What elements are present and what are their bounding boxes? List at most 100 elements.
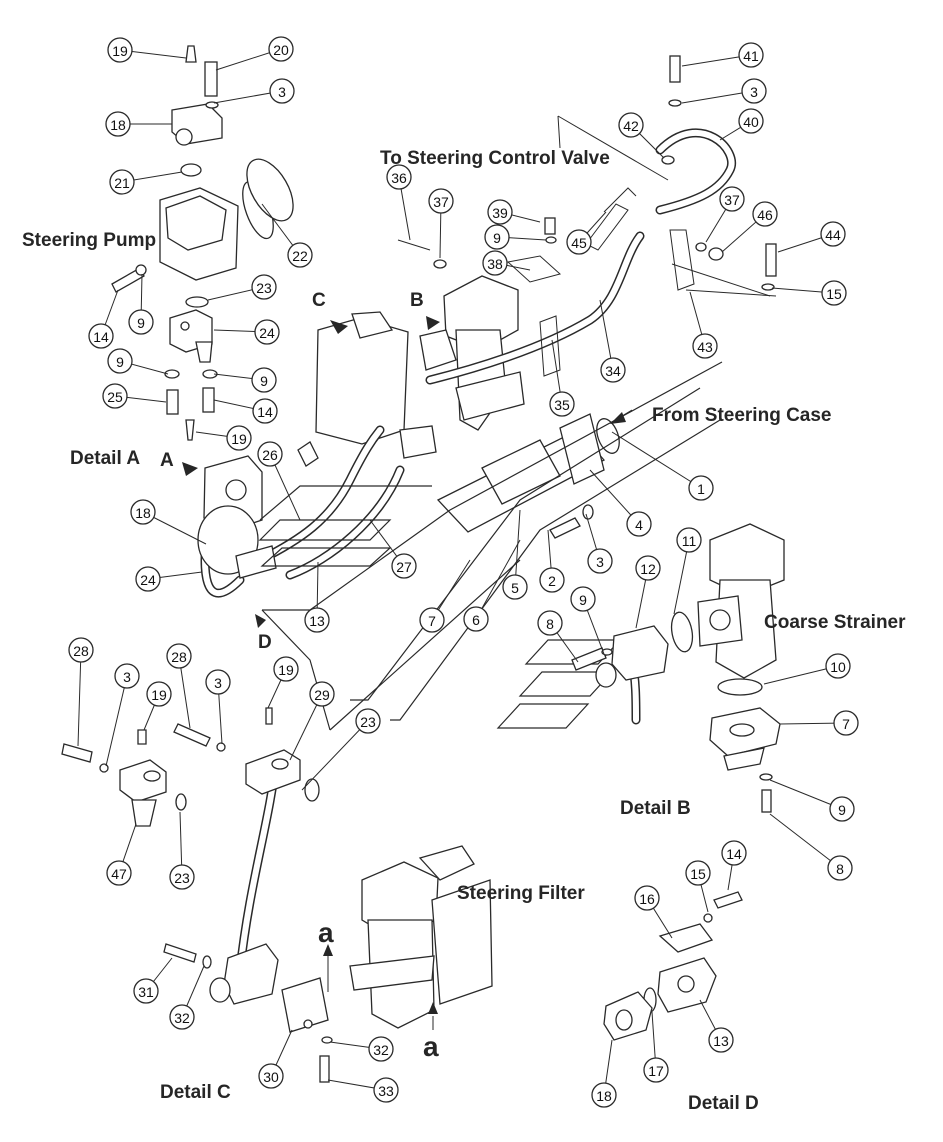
callout-number: 1 xyxy=(697,481,705,497)
callout-bubble xyxy=(721,840,747,866)
leader-line xyxy=(301,720,369,791)
callout-number: 15 xyxy=(826,286,842,302)
callout-number: 38 xyxy=(487,256,503,272)
callout-number: 25 xyxy=(107,389,123,405)
callout-bubble xyxy=(205,669,231,695)
callout-number: 32 xyxy=(373,1042,389,1058)
callout-40: 40 xyxy=(719,108,764,141)
callout-41: 41 xyxy=(681,42,764,68)
callout-number: 9 xyxy=(493,230,501,246)
callout-bubble xyxy=(106,860,132,886)
callout-4: 4 xyxy=(589,469,652,537)
callout-bubble xyxy=(688,475,714,501)
callout-number: 9 xyxy=(260,373,268,389)
callout-bubble xyxy=(482,250,508,276)
callout-3e: 3 xyxy=(205,669,231,745)
callout-bubble xyxy=(692,333,718,359)
callout-12: 12 xyxy=(635,555,661,629)
callout-23b: 23 xyxy=(301,708,381,791)
callout-number: 36 xyxy=(391,170,407,186)
callout-number: 9 xyxy=(838,802,846,818)
label-detail-a: Detail A xyxy=(70,448,140,469)
callout-number: 26 xyxy=(262,447,278,463)
callout-bubble xyxy=(719,186,745,212)
callout-bubble xyxy=(708,1027,734,1053)
hoses-drawing xyxy=(200,128,736,975)
callout-bubble xyxy=(587,548,613,574)
callout-number: 8 xyxy=(836,861,844,877)
callout-9a: 9 xyxy=(128,273,154,335)
callout-bubble xyxy=(368,1036,394,1062)
callout-18c: 18 xyxy=(591,1039,617,1108)
callout-37a: 37 xyxy=(428,188,454,259)
callout-number: 3 xyxy=(123,669,131,685)
artwork xyxy=(61,45,785,1083)
callout-bubble xyxy=(130,499,156,525)
callout-10: 10 xyxy=(763,653,851,685)
callout-bubble xyxy=(428,188,454,214)
callout-bubble xyxy=(738,42,764,68)
callout-bubble xyxy=(833,710,859,736)
callout-bubble xyxy=(252,398,278,424)
callout-bubble xyxy=(827,855,853,881)
callout-number: 47 xyxy=(111,866,127,882)
callout-number: 18 xyxy=(596,1088,612,1104)
callout-number: 15 xyxy=(690,866,706,882)
leader-line xyxy=(611,431,702,489)
callout-bubble xyxy=(549,391,575,417)
callout-14a: 14 xyxy=(88,289,119,349)
callout-number: 4 xyxy=(635,517,643,533)
callout-35: 35 xyxy=(549,339,575,417)
callout-bubble xyxy=(226,425,252,451)
label-coarse-strainer: Coarse Strainer xyxy=(764,612,906,633)
callout-number: 5 xyxy=(511,580,519,596)
callout-number: 35 xyxy=(554,397,570,413)
view-arrows-drawing xyxy=(182,316,633,1030)
callout-number: 23 xyxy=(256,280,272,296)
callout-23a: 23 xyxy=(207,274,277,301)
callout-bubble xyxy=(626,511,652,537)
callout-number: 45 xyxy=(571,235,587,251)
filter-assembly-drawing xyxy=(297,275,525,467)
label-view-a: A xyxy=(160,450,174,471)
callout-number: 27 xyxy=(396,559,412,575)
callout-bubble xyxy=(591,1082,617,1108)
callout-8b: 8 xyxy=(769,813,853,881)
callout-bubble xyxy=(128,309,154,335)
callout-3a: 3 xyxy=(213,78,295,104)
callout-bubble xyxy=(386,164,412,190)
callout-number: 3 xyxy=(596,554,604,570)
callout-number: 44 xyxy=(825,227,841,243)
callout-number: 6 xyxy=(472,612,480,628)
callout-bubble xyxy=(391,553,417,579)
detail-c-drawing xyxy=(61,707,333,1083)
callout-number: 19 xyxy=(151,687,167,703)
callout-bubble xyxy=(251,274,277,300)
callout-19: 19 xyxy=(107,37,187,63)
callout-number: 19 xyxy=(231,431,247,447)
steering-pump-drawing xyxy=(111,45,274,293)
callout-15a: 15 xyxy=(771,280,847,306)
callout-bubble xyxy=(820,221,846,247)
callout-number: 3 xyxy=(750,84,758,100)
callout-bubble xyxy=(251,367,277,393)
callout-18b: 18 xyxy=(130,499,207,545)
leader-line xyxy=(514,509,521,588)
callout-14b: 14 xyxy=(213,398,278,424)
callout-14c: 14 xyxy=(721,840,747,891)
callout-bubble xyxy=(166,643,192,669)
callout-bubble xyxy=(487,199,513,225)
callout-number: 31 xyxy=(138,984,154,1000)
callout-number: 9 xyxy=(116,354,124,370)
callout-number: 23 xyxy=(174,870,190,886)
callout-9e: 9 xyxy=(570,586,605,655)
callout-5: 5 xyxy=(502,509,528,600)
callout-number: 13 xyxy=(309,613,325,629)
callout-32a: 32 xyxy=(169,965,205,1030)
callout-number: 3 xyxy=(278,84,286,100)
callout-bubble xyxy=(273,656,299,682)
leader-arrows-drawing xyxy=(246,55,777,377)
callout-bubble xyxy=(821,280,847,306)
callout-15b: 15 xyxy=(685,860,711,913)
